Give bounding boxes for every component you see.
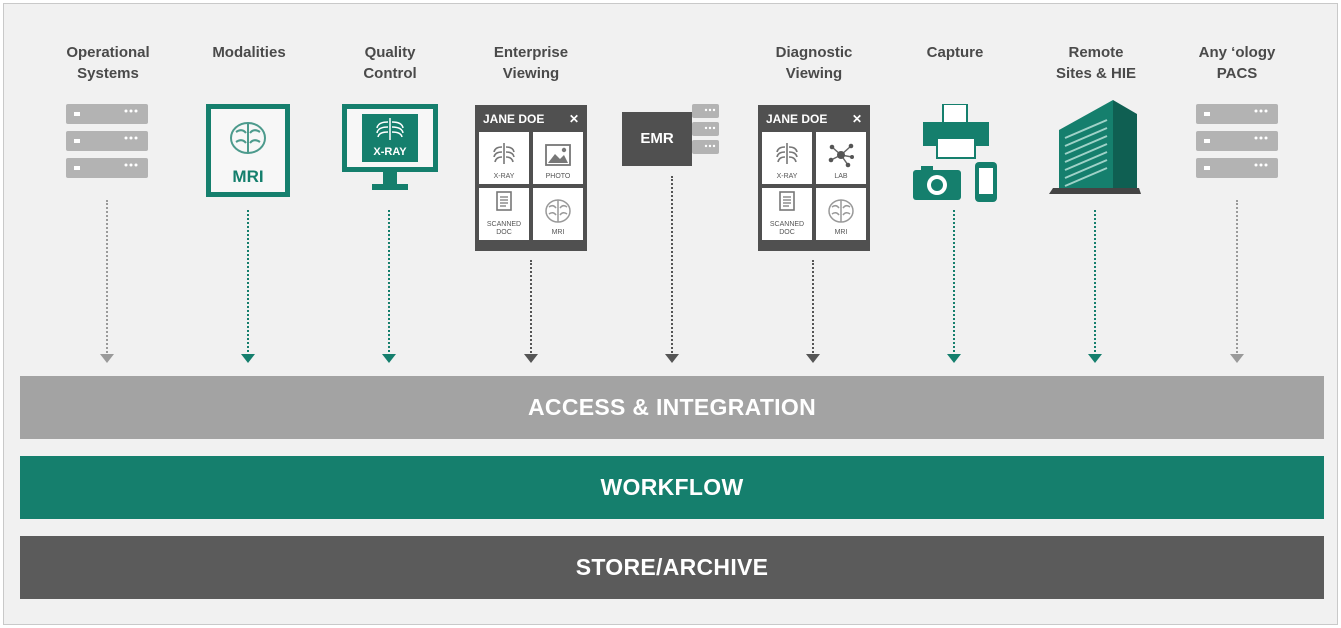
photo-icon — [545, 144, 571, 166]
xray-monitor-icon — [342, 104, 438, 190]
brain-icon — [828, 199, 854, 223]
arrow-capture — [947, 210, 961, 365]
arrow-quality-control — [382, 210, 396, 365]
document-icon — [496, 191, 512, 211]
xray-label: X-RAY — [373, 146, 407, 158]
diagnostic-viewer-window: JANE DOE ✕ X-RAY LAB SCANNED DOC MRI — [758, 105, 870, 251]
label-modalities: Modalities — [212, 44, 286, 61]
viewer-tile-scanned-doc[interactable]: SCANNED DOC — [762, 188, 812, 240]
ribcage-icon — [776, 143, 798, 164]
server-stack-icon — [66, 104, 148, 178]
mri-label: MRI — [232, 167, 264, 186]
viewer-tile-mri[interactable]: MRI — [816, 188, 866, 240]
emr-server-icon — [622, 104, 719, 166]
building-icon — [1049, 100, 1141, 194]
viewer-title: JANE DOE — [766, 112, 828, 126]
viewer-tile-lab[interactable]: LAB — [816, 132, 866, 184]
document-icon — [779, 191, 795, 211]
arrow-any-ology-pacs — [1230, 200, 1244, 365]
viewer-title: JANE DOE — [483, 112, 545, 126]
viewer-tile-mri[interactable]: MRI — [533, 188, 583, 240]
phone-icon — [975, 162, 997, 202]
viewer-tile-photo[interactable]: PHOTO — [533, 132, 583, 184]
arrow-emr — [665, 176, 679, 365]
printer-icon — [923, 104, 989, 159]
viewer-tile-xray[interactable]: X-RAY — [762, 132, 812, 184]
lab-molecule-icon — [828, 143, 854, 168]
brain-icon — [545, 199, 571, 223]
enterprise-viewer-window: JANE DOE ✕ X-RAY PHOTO SCANNED DOC MRI — [475, 105, 587, 251]
camera-icon — [913, 166, 961, 200]
arrow-diagnostic-viewing — [806, 260, 820, 365]
ribcage-icon — [493, 143, 515, 164]
store-archive-label: STORE/ARCHIVE — [575, 554, 769, 580]
workflow-layer: WORKFLOW — [20, 456, 1324, 519]
store-archive-layer: STORE/ARCHIVE — [20, 536, 1324, 599]
emr-label: EMR — [640, 130, 674, 147]
viewer-tile-xray[interactable]: X-RAY — [479, 132, 529, 184]
workflow-label: WORKFLOW — [600, 474, 744, 500]
close-icon[interactable]: ✕ — [568, 112, 579, 126]
viewer-tile-scanned-doc[interactable]: SCANNED DOC — [479, 188, 529, 240]
label-capture: Capture — [926, 44, 984, 61]
close-icon[interactable]: ✕ — [851, 112, 862, 126]
access-integration-layer: ACCESS & INTEGRATION — [20, 376, 1324, 439]
arrow-remote-sites — [1088, 210, 1102, 365]
capture-devices-icon — [913, 104, 997, 202]
access-integration-label: ACCESS & INTEGRATION — [528, 394, 816, 420]
arrow-enterprise-viewing — [524, 260, 538, 365]
arrow-operational-systems — [100, 200, 114, 365]
server-stack-icon — [1196, 104, 1278, 178]
brain-icon — [230, 122, 266, 154]
mri-icon: MRI — [206, 104, 290, 197]
arrow-modalities — [241, 210, 255, 365]
